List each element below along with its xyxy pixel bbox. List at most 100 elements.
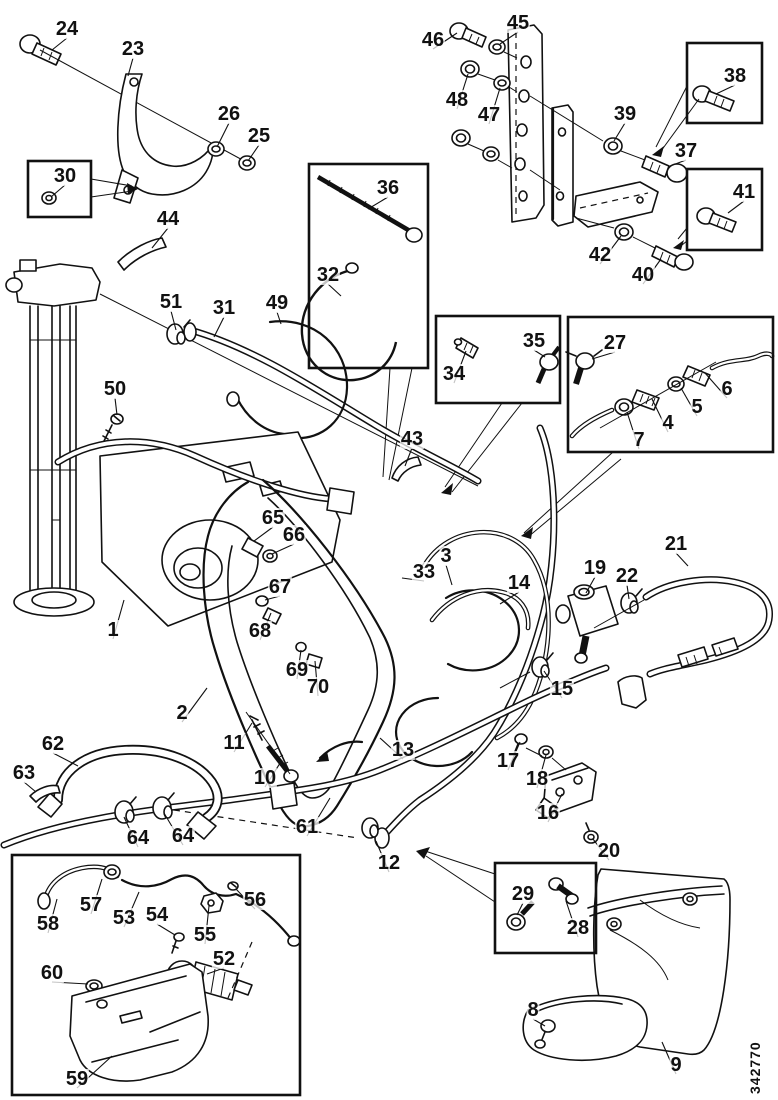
part-label-35: 35 xyxy=(521,330,547,352)
leader-line-43 xyxy=(404,447,413,467)
part-label-3: 3 xyxy=(439,545,453,567)
clip-44 xyxy=(117,237,167,271)
mounting-strip xyxy=(551,104,574,227)
part-label-41: 41 xyxy=(731,181,757,203)
leader-line-54 xyxy=(156,923,176,936)
fitting-68 xyxy=(262,607,282,625)
inset-box-fittings-29-28 xyxy=(493,861,598,955)
screw-56 xyxy=(227,881,239,891)
bolt-40-head xyxy=(674,253,694,271)
bolt-37-head xyxy=(666,163,688,183)
hose-loop-32 xyxy=(300,268,398,382)
part-label-62: 62 xyxy=(40,733,66,755)
part-label-63: 63 xyxy=(11,762,37,784)
fasteners-11-10-group xyxy=(245,711,299,783)
part-label-47: 47 xyxy=(476,104,502,126)
hose-loop-49 xyxy=(268,320,349,440)
sender-tubes xyxy=(29,305,77,595)
part-label-70: 70 xyxy=(305,676,331,698)
leader-line-8 xyxy=(532,1018,546,1027)
inset-box-tie-36-hose-32 xyxy=(307,162,430,370)
drawing-number: 342770 xyxy=(747,1041,763,1094)
hose-62 xyxy=(54,746,221,822)
part-label-53: 53 xyxy=(111,907,137,929)
part-label-11: 11 xyxy=(222,732,246,754)
part-label-19: 19 xyxy=(582,557,608,579)
part-label-36: 36 xyxy=(375,177,401,199)
tank-tray xyxy=(522,994,648,1062)
part-label-8: 8 xyxy=(526,999,540,1021)
part-label-37: 37 xyxy=(673,140,699,162)
part-label-12: 12 xyxy=(376,852,402,874)
part-label-42: 42 xyxy=(587,244,613,266)
part-label-29: 29 xyxy=(510,883,536,905)
part-label-46: 46 xyxy=(420,29,446,51)
inset-box-fittings-34-35 xyxy=(434,314,562,405)
part-label-6: 6 xyxy=(720,378,734,400)
part-label-52: 52 xyxy=(211,948,237,970)
leader-line-35 xyxy=(533,349,546,358)
inset-box-pump-52-60 xyxy=(10,853,302,1097)
leader-line-24 xyxy=(51,37,68,51)
leader-line-45 xyxy=(499,31,519,45)
part-label-15: 15 xyxy=(549,678,575,700)
part-label-66: 66 xyxy=(281,524,307,546)
fitting-8 xyxy=(540,1019,556,1033)
screw-17 xyxy=(514,733,528,745)
center-hoses-group xyxy=(316,424,558,849)
leader-line-37 xyxy=(669,159,687,167)
part-label-44: 44 xyxy=(155,208,181,230)
part-label-69: 69 xyxy=(284,659,310,681)
leader-line-63 xyxy=(23,781,37,793)
bracket-23-group xyxy=(19,34,256,271)
bolt-40-shank xyxy=(651,245,679,268)
leader-line-66 xyxy=(271,543,295,555)
part-label-59: 59 xyxy=(64,1068,90,1090)
part-label-64: 64 xyxy=(125,827,151,849)
leader-line-19 xyxy=(585,576,596,594)
leader-line-14 xyxy=(499,591,520,605)
sender-head xyxy=(13,263,101,307)
callout-wedge-36-32 xyxy=(382,367,413,481)
part-label-34: 34 xyxy=(441,363,467,385)
leader-line-26 xyxy=(216,122,230,148)
leader-line-65 xyxy=(253,526,274,542)
hose-3 xyxy=(430,589,530,630)
part-label-31: 31 xyxy=(211,297,237,319)
leader-line-31 xyxy=(213,316,225,338)
part-label-7: 7 xyxy=(632,429,646,451)
hose-in-27-right xyxy=(710,352,774,370)
part-label-56: 56 xyxy=(242,889,268,911)
leader-line-52 xyxy=(206,967,225,975)
assembly-axis-sender-hose xyxy=(99,293,479,487)
part-label-32: 32 xyxy=(315,264,341,286)
part-label-45: 45 xyxy=(505,12,531,34)
inset-box-bolt-38 xyxy=(685,41,764,125)
hose-33 xyxy=(422,531,550,740)
hose-over-pump xyxy=(56,439,334,501)
leader-line-30 xyxy=(50,184,66,198)
part-label-39: 39 xyxy=(612,103,638,125)
part-label-49: 49 xyxy=(264,292,290,314)
leader-line-49 xyxy=(276,311,282,325)
upper-hoses-group xyxy=(102,319,482,485)
part-label-50: 50 xyxy=(102,378,128,400)
leader-line-50 xyxy=(114,397,118,416)
leader-line-41 xyxy=(727,200,745,214)
part-label-30: 30 xyxy=(52,165,78,187)
leader-line-38 xyxy=(715,84,736,95)
hose-31 xyxy=(188,328,480,483)
hose-coupler-a xyxy=(677,646,709,668)
part-label-16: 16 xyxy=(535,802,561,824)
part-label-61: 61 xyxy=(294,816,320,838)
tank-strap xyxy=(587,885,725,917)
leader-line-29 xyxy=(516,902,524,916)
inset-34-35-group xyxy=(441,337,561,495)
clip-63 xyxy=(29,784,61,803)
clip-43 xyxy=(391,456,422,482)
part-label-27: 27 xyxy=(602,332,628,354)
hose-coupler-b xyxy=(711,637,739,657)
part-label-4: 4 xyxy=(661,412,675,434)
